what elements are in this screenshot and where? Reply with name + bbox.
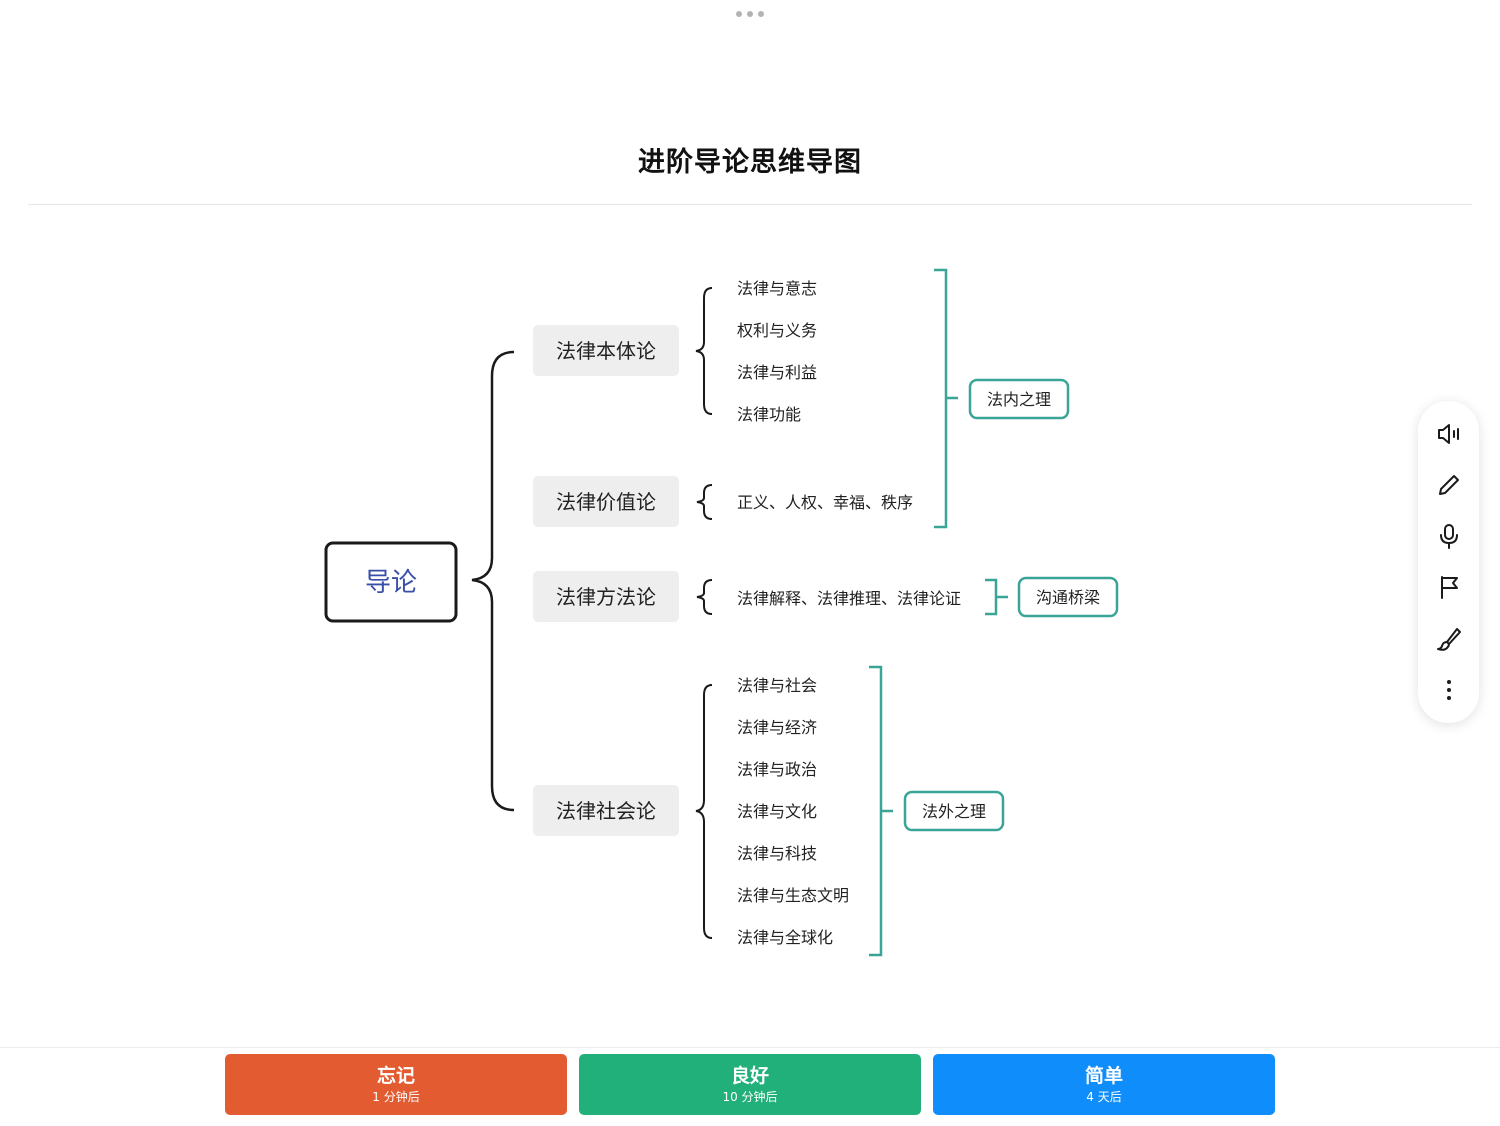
brush-icon[interactable] [1432, 621, 1466, 655]
good-button-label: 良好 [730, 1064, 769, 1087]
root-bracket [471, 350, 515, 812]
branch-bracket [696, 579, 713, 615]
leaf-item: 权利与义务 [737, 321, 817, 340]
leaf-item: 法律与社会 [737, 676, 817, 695]
branch-label: 法律社会论 [556, 799, 656, 823]
branch-label: 法律本体论 [556, 339, 656, 363]
branch-bracket [695, 287, 713, 415]
side-toolbar [1418, 401, 1479, 723]
group-node [968, 378, 1070, 420]
branch-bracket [696, 484, 713, 520]
group-node [1017, 576, 1119, 618]
summary-bracket [985, 578, 1008, 616]
more-options-icon[interactable] [734, 8, 766, 20]
again-button[interactable]: 忘记 1 分钟后 [225, 1054, 567, 1115]
branch-label: 法律方法论 [556, 585, 656, 609]
group-label: 沟通桥梁 [1036, 588, 1100, 607]
branch-node [533, 571, 679, 622]
branch-node [533, 325, 679, 376]
flag-icon[interactable] [1432, 570, 1466, 604]
group-label: 法内之理 [987, 390, 1051, 409]
speaker-icon[interactable] [1432, 417, 1466, 451]
pencil-icon[interactable] [1432, 468, 1466, 502]
leaf-item: 法律与政治 [737, 760, 817, 779]
easy-button-interval: 4 天后 [1086, 1089, 1122, 1104]
good-button[interactable]: 良好 10 分钟后 [579, 1054, 921, 1115]
summary-bracket [934, 268, 958, 529]
root-node-label: 导论 [365, 568, 417, 598]
branch-label: 法律价值论 [556, 490, 656, 514]
leaf-item: 法律与意志 [737, 279, 817, 298]
branch-bracket [695, 684, 713, 939]
leaf-item: 法律与生态文明 [737, 886, 849, 905]
leaf-item: 法律与经济 [737, 718, 817, 737]
leaf-item: 正义、人权、幸福、秩序 [737, 493, 913, 512]
mind-map: 导论 法律本体论 法律价值论 法律方法论 法律社会论 法律与意志 权利与义务 法… [324, 268, 1119, 957]
easy-button[interactable]: 简单 4 天后 [933, 1054, 1275, 1115]
answer-bar [0, 1047, 1500, 1126]
dot [747, 11, 753, 17]
leaf-item: 法律与全球化 [737, 928, 833, 947]
card-title: 进阶导论思维导图 [638, 147, 862, 178]
easy-button-label: 简单 [1084, 1064, 1123, 1087]
branch-node [533, 785, 679, 836]
leaf-item: 法律功能 [737, 405, 801, 424]
dot [736, 11, 742, 17]
group-label: 法外之理 [922, 802, 986, 821]
leaf-item: 法律与文化 [737, 802, 817, 821]
again-button-interval: 1 分钟后 [372, 1089, 420, 1104]
good-button-interval: 10 分钟后 [722, 1089, 778, 1104]
group-node [903, 790, 1005, 832]
leaf-item: 法律与科技 [737, 844, 817, 863]
branch-node [533, 476, 679, 527]
root-node [324, 541, 458, 623]
leaf-item: 法律与利益 [737, 363, 817, 382]
divider [28, 204, 1472, 205]
dot [758, 11, 764, 17]
microphone-icon[interactable] [1432, 519, 1466, 553]
again-button-label: 忘记 [376, 1064, 415, 1087]
more-vertical-icon[interactable] [1432, 673, 1466, 707]
summary-bracket [869, 665, 893, 957]
leaf-item: 法律解释、法律推理、法律论证 [737, 589, 961, 608]
